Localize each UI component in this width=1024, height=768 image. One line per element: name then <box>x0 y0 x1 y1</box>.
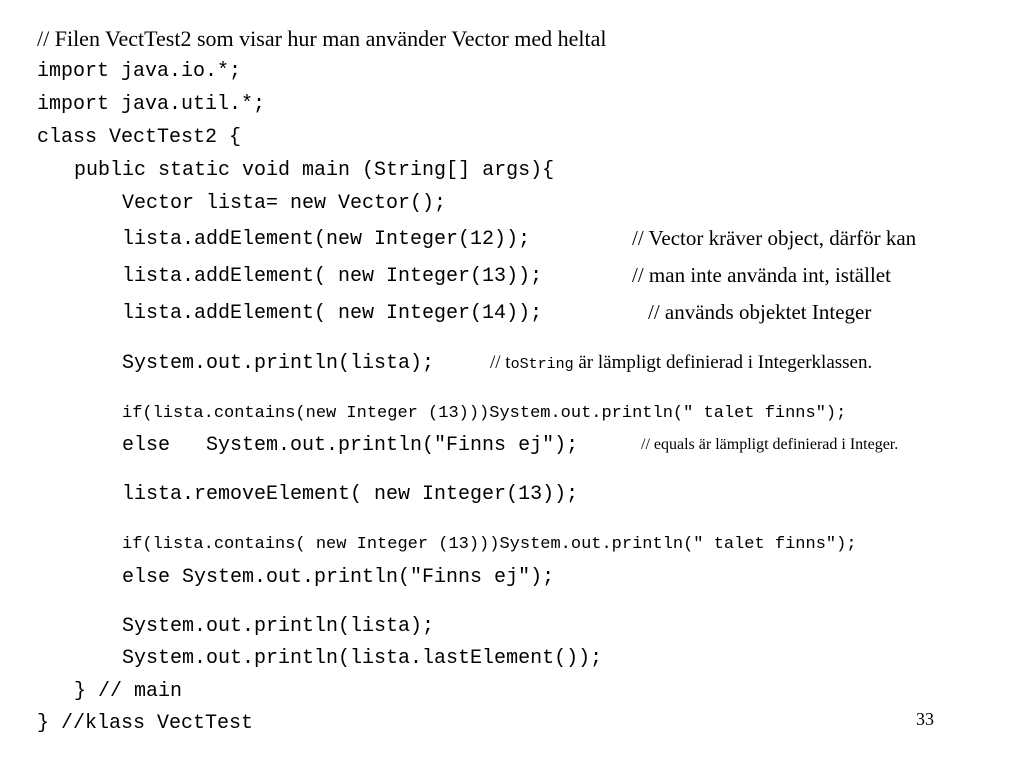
comment-tostring: // toString är lämpligt definierad i Int… <box>490 353 872 372</box>
code-line-println-last: System.out.println(lista.lastElement()); <box>122 647 603 670</box>
code-line-println-lista-2: System.out.println(lista); <box>122 615 435 638</box>
code-line-add12: lista.addElement(new Integer(12)); <box>122 228 531 251</box>
code-line-if-contains-1: if(lista.contains(new Integer (13)))Syst… <box>122 404 847 423</box>
code-line-else-1: else System.out.println("Finns ej"); <box>122 434 579 457</box>
comment-tostring-suffix: är lämpligt definierad i Integerklassen. <box>573 352 873 373</box>
code-line-main-decl: public static void main (String[] args){ <box>74 159 555 182</box>
code-line-vector-decl: Vector lista= new Vector(); <box>122 192 447 215</box>
code-line-main-end: } // main <box>74 680 183 703</box>
comment-add13: // man inte använda int, istället <box>632 263 891 287</box>
code-line-import-util: import java.util.*; <box>37 93 266 116</box>
code-line-else-2: else System.out.println("Finns ej"); <box>122 566 555 589</box>
slide-title: // Filen VectTest2 som visar hur man anv… <box>37 26 607 51</box>
comment-add12: // Vector kräver object, därför kan <box>632 226 917 250</box>
code-line-if-contains-2: if(lista.contains( new Integer (13)))Sys… <box>122 535 857 554</box>
code-line-add14: lista.addElement( new Integer(14)); <box>122 302 543 325</box>
code-line-add13: lista.addElement( new Integer(13)); <box>122 265 543 288</box>
comment-tostring-code: oString <box>510 356 574 373</box>
comment-add14: // används objektet Integer <box>648 300 872 324</box>
code-line-println-lista: System.out.println(lista); <box>122 352 435 375</box>
code-line-import-io: import java.io.*; <box>37 60 242 83</box>
comment-equals: // equals är lämpligt definierad i Integ… <box>641 436 899 453</box>
code-line-remove13: lista.removeElement( new Integer(13)); <box>122 483 579 506</box>
code-line-class-decl: class VectTest2 { <box>37 126 242 149</box>
code-line-class-end: } //klass VectTest <box>37 712 254 735</box>
comment-tostring-prefix: // t <box>490 352 511 373</box>
page-number: 33 <box>916 709 934 729</box>
